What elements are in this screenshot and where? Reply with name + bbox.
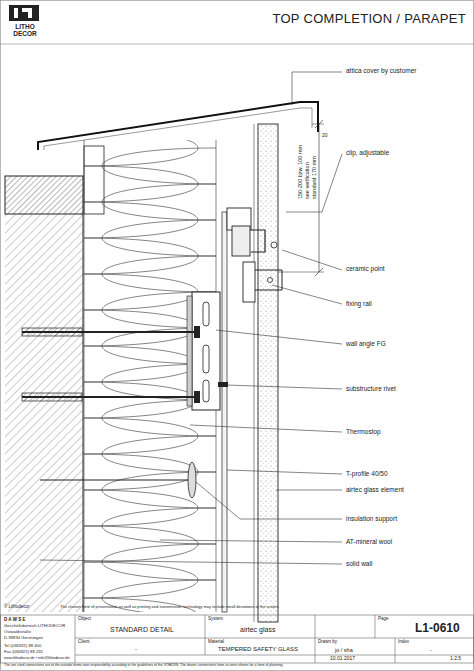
field-value: - (430, 647, 432, 653)
field-caption: Client (78, 640, 90, 645)
company-info: Geschäftsbereich LITHODECOR (4, 624, 65, 629)
callout-label: clip, adjustable (345, 149, 390, 156)
field-value: 10.01.2017 (330, 656, 355, 662)
dimension-text: standard 170 mm (311, 155, 317, 200)
field-value: jo / sha (335, 647, 353, 653)
callout-label: substructure rivet (345, 385, 397, 392)
disclaimer-note: The chosen form of presentation as well … (60, 605, 470, 609)
callout-label: Thermostop (345, 428, 382, 435)
field-caption: Drawn by (318, 640, 337, 645)
callout-label: ceramic point (345, 265, 386, 272)
callout-label: insulation support (345, 515, 398, 522)
callout-label: T-profile 40/50 (345, 470, 389, 477)
dimension-text: 150-200 bzw. 100 mm (297, 144, 303, 200)
company-info: Ostwaldstraße (4, 630, 31, 635)
field-caption: Index (398, 640, 409, 645)
callout-label: airtec glass element (345, 486, 405, 493)
company-info: D-99834 Gerstungen (4, 636, 43, 641)
company-name: D A W S E (4, 618, 25, 623)
field-caption: Object (78, 617, 91, 622)
company-info: Tel (036922) 88 400 (4, 644, 41, 649)
callout-label: attica cover by customer (345, 67, 417, 74)
callout-label: solid wall (345, 560, 373, 567)
company-info: Fax (036922) 88 232 (4, 650, 43, 655)
callout-label: AT-mineral wool (345, 538, 393, 545)
dimension-text: 20 (322, 133, 328, 139)
field-value: 1:2,5 (450, 656, 461, 662)
field-caption: Page (378, 617, 389, 622)
copyright-note: © Lithodecor (4, 605, 30, 610)
field-caption: System (208, 617, 223, 622)
field-value: - (135, 646, 137, 653)
field-value: airtec glass (240, 626, 275, 634)
dimension-text: see verification (304, 161, 310, 200)
sheet-title: TOP COMPLETION / PARAPET (200, 12, 466, 26)
company-info: www.lithodecor.de • info@lithodecor.de (4, 656, 70, 660)
field-caption: Material (208, 640, 224, 645)
callout-label: wall angle FG (345, 340, 387, 347)
field-value: STANDARD DETAIL (110, 626, 174, 634)
disclaimer-note: The are cited connections are at the out… (4, 664, 470, 668)
page-number: L1-0610 (415, 622, 460, 635)
callout-label: fixing rail (345, 300, 373, 307)
logo-text: LITHO DECOR (7, 23, 43, 37)
field-value: TEMPERED SAFETY GLASS (218, 646, 298, 653)
